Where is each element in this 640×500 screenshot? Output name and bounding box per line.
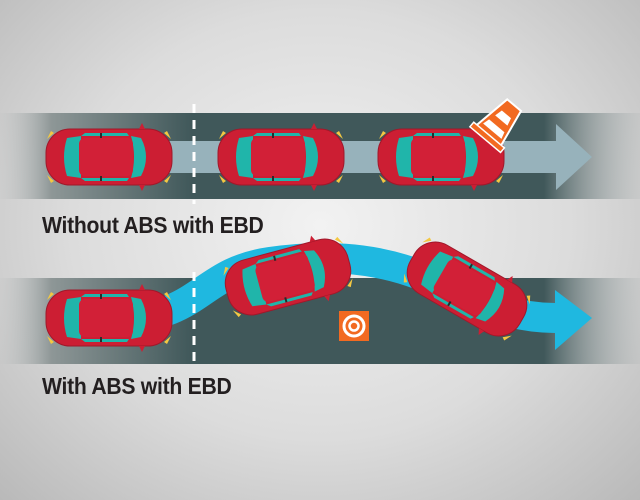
car-top-2 [217, 122, 345, 192]
car-bottom-1 [45, 283, 173, 353]
target-icon [339, 311, 369, 341]
caption-with-abs: With ABS with EBD [42, 373, 232, 399]
traffic-cone-icon [468, 98, 523, 154]
arrow-head-top [556, 124, 592, 190]
caption-without-abs: Without ABS with EBD [42, 212, 264, 238]
car-top-1 [45, 122, 173, 192]
arrow-head-bottom [555, 290, 592, 350]
